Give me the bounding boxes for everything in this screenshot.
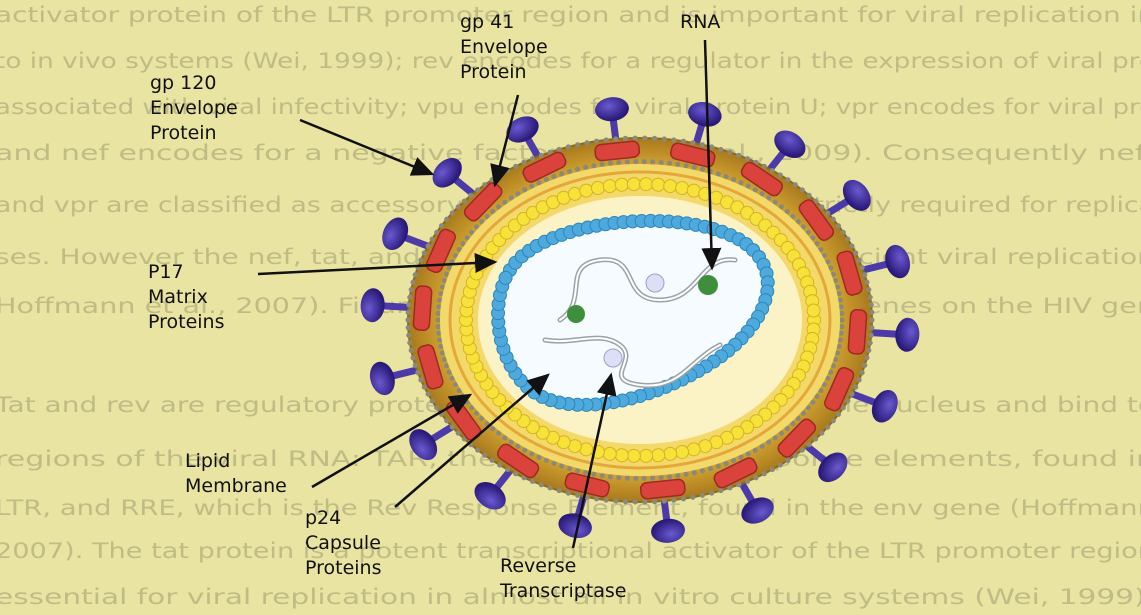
arrow-gp41 xyxy=(495,95,518,185)
arrow-gp120 xyxy=(300,120,432,174)
label-gp120: gp 120 xyxy=(150,72,216,94)
label-rt: Reverse xyxy=(500,555,576,577)
label-gp120: Protein xyxy=(150,122,217,144)
label-rt: Transcriptase xyxy=(499,580,627,602)
label-gp41: gp 41 xyxy=(460,11,514,33)
label-lipid: Membrane xyxy=(185,475,287,497)
label-lipid: Lipid xyxy=(185,450,230,472)
label-p24: Capsule xyxy=(305,532,381,554)
label-gp120: Envelope xyxy=(150,97,238,119)
label-p17: Proteins xyxy=(148,311,225,333)
label-p17: Matrix xyxy=(148,286,208,308)
label-p17: P17 xyxy=(148,261,184,283)
arrow-lipid xyxy=(312,395,470,487)
label-p24: Proteins xyxy=(305,557,382,579)
label-rna: RNA xyxy=(680,11,720,33)
arrow-p17 xyxy=(258,262,495,274)
arrow-rna xyxy=(705,40,712,268)
label-gp41: Envelope xyxy=(460,36,548,58)
arrow-p24 xyxy=(395,375,548,507)
arrow-rt xyxy=(573,375,611,548)
label-gp41: Protein xyxy=(460,61,527,83)
label-p24: p24 xyxy=(305,507,341,529)
